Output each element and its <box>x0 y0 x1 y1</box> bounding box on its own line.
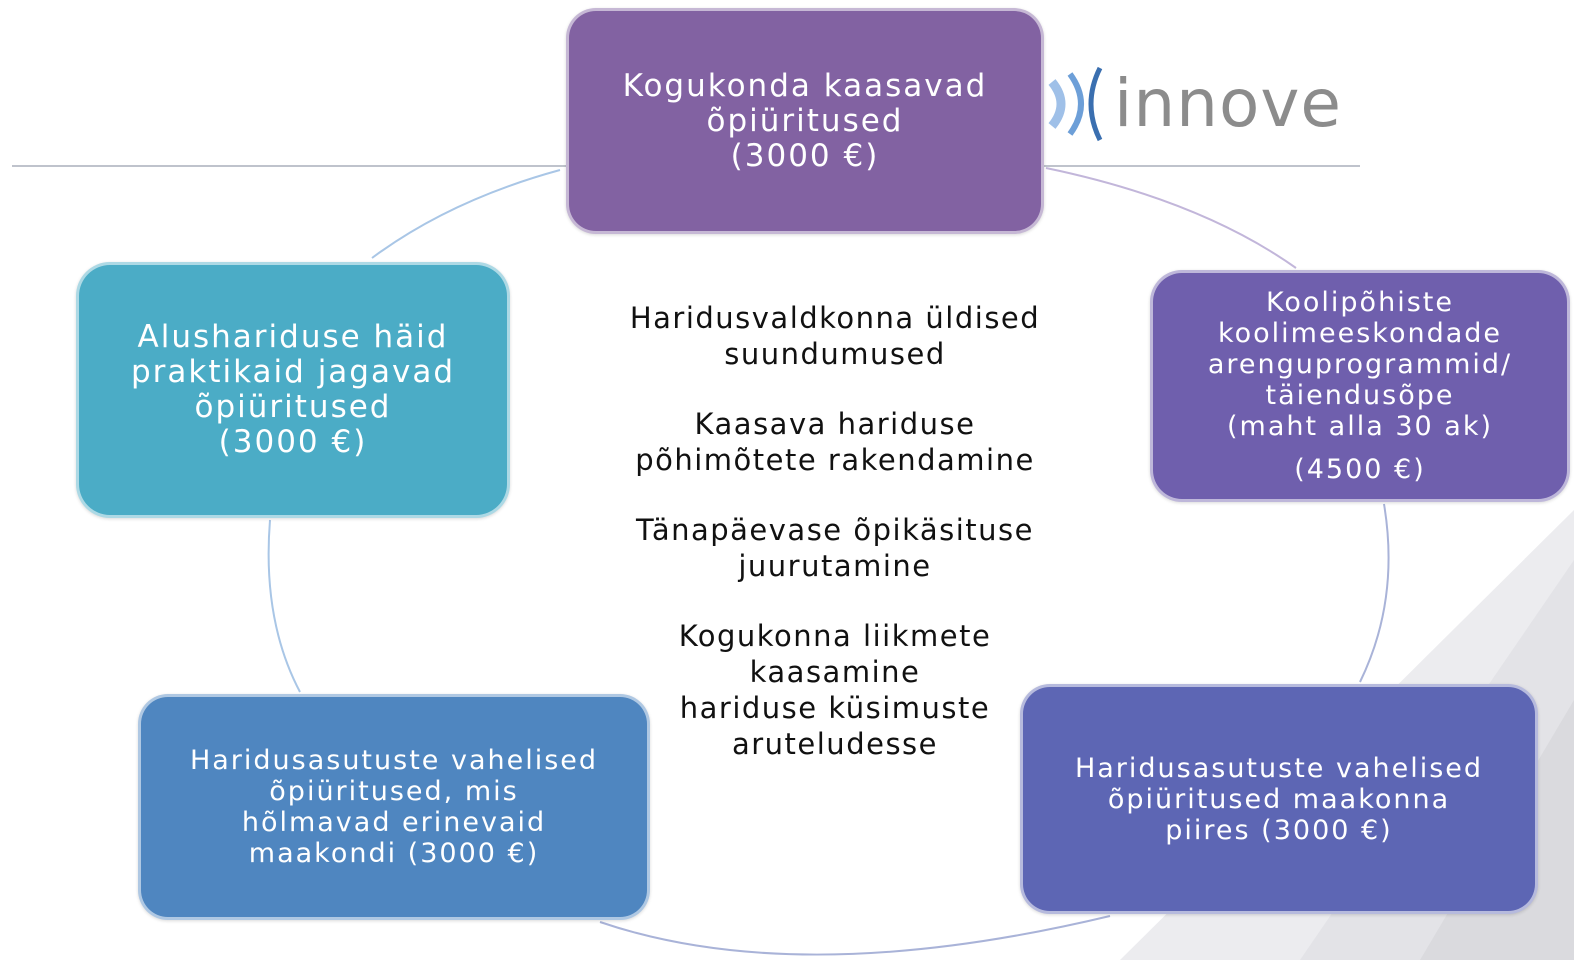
box-text-line: Alushariduse häid <box>137 319 449 355</box>
box-text-line: täiendusõpe <box>1265 380 1455 411</box>
box-text-line: praktikaid jagavad <box>131 354 455 390</box>
connector-arc <box>1359 503 1390 683</box>
box-community-inclusive-events: Kogukonda kaasavad õpiüritused (3000 €) <box>566 8 1044 234</box>
connector-arc <box>267 519 301 693</box>
innove-logo-mark-icon <box>1048 66 1103 142</box>
box-text-line: maakondi (3000 €) <box>248 838 540 869</box>
box-text-line: arenguprogrammid/ <box>1207 349 1513 380</box>
connector-arc <box>1045 167 1297 269</box>
box-amount: (4500 €) <box>1294 454 1426 485</box>
box-preschool-practices-events: Alushariduse häid praktikaid jagavad õpi… <box>76 262 510 518</box>
center-text-line: kaasamine <box>749 655 921 689</box>
box-school-team-programs: Koolipõhiste koolimeeskondade arenguprog… <box>1150 270 1570 502</box>
center-text-line: Haridusvaldkonna üldised <box>629 301 1041 335</box>
center-text-line: Kaasava hariduse <box>694 407 976 441</box>
center-text-line: aruteludesse <box>731 727 939 761</box>
center-text-line: suundumused <box>724 337 946 371</box>
innove-logo: innove <box>1048 62 1342 146</box>
center-theme-item: Kaasava hariduse põhimõtete rakendamine <box>560 406 1110 478</box>
center-themes: Haridusvaldkonna üldised suundumused Kaa… <box>560 300 1110 762</box>
box-text-line: Kogukonda kaasavad <box>622 67 988 104</box>
center-text-line: põhimõtete rakendamine <box>635 443 1035 477</box>
box-text-line: piires (3000 €) <box>1165 814 1393 846</box>
box-text-line: õpiüritused maakonna <box>1107 783 1451 815</box>
box-text-line: õpiüritused <box>706 102 904 139</box>
box-inter-county-events: Haridusasutuste vahelised õpiüritused, m… <box>138 694 650 920</box>
box-text-line: hõlmavad erinevaid <box>241 807 547 838</box>
box-text-line: (maht alla 30 ak) <box>1227 411 1493 442</box>
center-theme-item: Tänapäevase õpikäsituse juurutamine <box>560 512 1110 584</box>
box-text-line: (3000 €) <box>730 137 880 174</box>
box-text-line: Koolipõhiste <box>1266 287 1454 318</box>
box-text-line: õpiüritused, mis <box>269 776 519 807</box>
box-text-line: (3000 €) <box>218 424 368 460</box>
box-text-line: koolimeeskondade <box>1217 318 1503 349</box>
box-text-line: Haridusasutuste vahelised <box>189 745 599 776</box>
center-text-line: juurutamine <box>738 549 932 583</box>
center-theme-item: Haridusvaldkonna üldised suundumused <box>560 300 1110 372</box>
center-text-line: hariduse küsimuste <box>679 691 991 725</box>
box-within-county-events: Haridusasutuste vahelised õpiüritused ma… <box>1020 684 1538 914</box>
connector-arc <box>371 169 561 259</box>
innove-logo-text: innove <box>1114 65 1343 142</box>
box-text-line: Haridusasutuste vahelised <box>1074 752 1484 784</box>
connector-arc <box>599 915 1111 956</box>
center-text-line: Tänapäevase õpikäsituse <box>635 513 1034 547</box>
center-theme-item: Kogukonna liikmete kaasamine hariduse kü… <box>560 618 1110 762</box>
box-text-line: õpiüritused <box>194 389 392 425</box>
center-text-line: Kogukonna liikmete <box>678 619 992 653</box>
